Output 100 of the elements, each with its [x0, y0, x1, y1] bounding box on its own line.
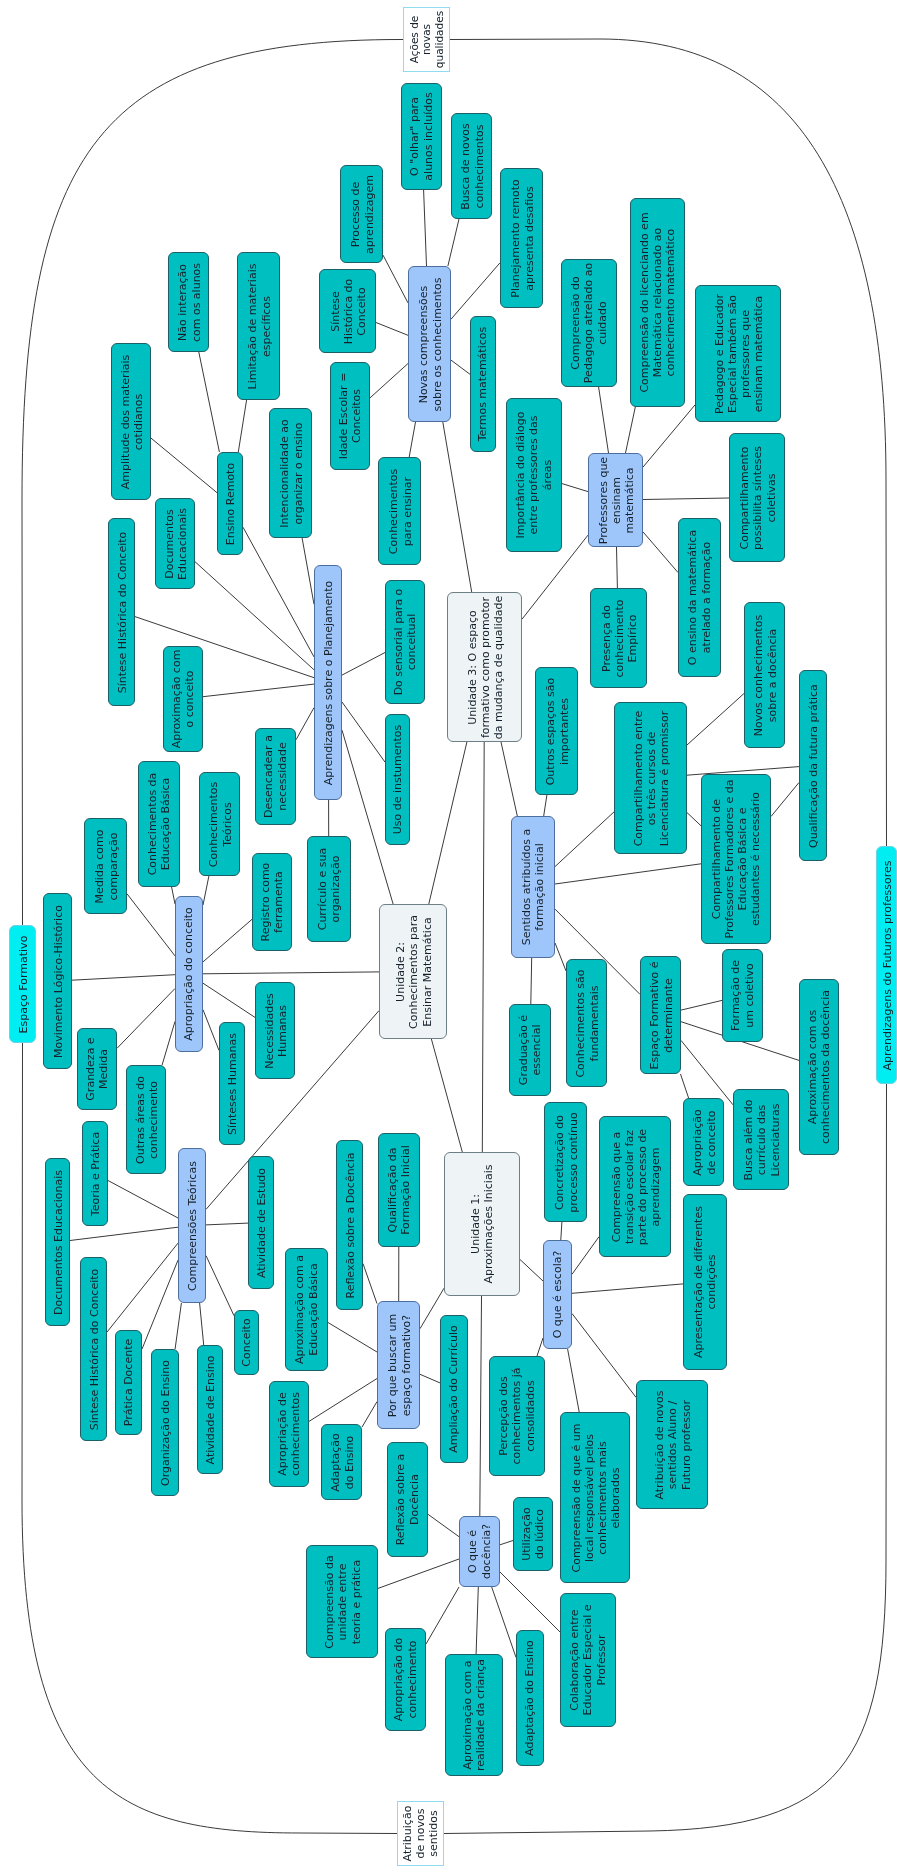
concept-box: Apropriação de conhecimentos — [269, 1381, 309, 1487]
concept-box: Processo de aprendizagem — [340, 165, 383, 263]
connector-line — [398, 1246, 400, 1302]
connector-line — [519, 1259, 544, 1282]
connector-line — [567, 1348, 580, 1413]
concept-box: Compreensão do licenciando em Matemática relacionado ao conhecimento matemático — [630, 198, 685, 407]
connector-line — [202, 971, 380, 975]
connector-line — [616, 546, 618, 589]
connector-line — [107, 1180, 179, 1219]
concept-box: Apropriação do conhecimento — [385, 1628, 426, 1731]
connector-line — [491, 1586, 517, 1658]
connector-line — [71, 974, 176, 981]
concept-box: Compreensão do Pedagogo atrelado ao cuidado — [561, 259, 617, 387]
connector-line — [362, 1263, 378, 1305]
connector-line — [642, 404, 696, 468]
connector-line — [341, 701, 386, 763]
connector-line — [554, 811, 615, 868]
concept-box: Presença do conhecimento Empírico — [590, 588, 647, 688]
concept-box: Não interação com os alunos — [168, 252, 209, 352]
connector-line — [198, 351, 220, 453]
concept-box: Graduação é essencial — [509, 1004, 551, 1096]
connector-line — [475, 1586, 479, 1655]
concept-box: Documentos Educacionais — [155, 498, 195, 589]
concept-box: Novos conhecimentos sobre a docência — [744, 602, 785, 748]
concept-box: Conhecimentos da Educação Básica — [138, 761, 180, 887]
cycle-label: Ações de novas qualidades — [403, 7, 450, 72]
concept-box: Planejamento remoto apresenta desafios — [500, 168, 543, 308]
concept-box: Amplitude dos materiais cotidianos — [111, 343, 151, 500]
connector-line — [369, 363, 409, 399]
connector-line — [242, 526, 315, 658]
connector-line — [106, 1242, 179, 1333]
topic-box: Sentidos atribuídos a formação inicial — [511, 816, 555, 958]
concept-box: Do sensorial para o conceitual — [385, 580, 425, 704]
concept-box: Sínteses Humanas — [219, 1022, 245, 1145]
connector-line — [69, 1226, 179, 1241]
connector-line — [202, 683, 315, 698]
concept-box: Conhecimentos para ensinar — [378, 457, 421, 565]
connector-curve — [449, 38, 887, 847]
connector-line — [680, 1073, 690, 1099]
concept-box: Idade Escolar = Conceitos — [330, 362, 370, 470]
connector-line — [479, 1295, 482, 1517]
concept-box: Teoria e Prática — [82, 1121, 108, 1226]
connector-line — [450, 359, 471, 375]
cycle-label: Aprendizagens do Futuros professores — [876, 846, 897, 1084]
connector-line — [481, 741, 485, 1153]
connector-line — [202, 982, 256, 1018]
connector-line — [447, 218, 460, 267]
connector-line — [199, 1302, 205, 1346]
concept-box: Movimento Lógico-Histórico — [43, 893, 72, 1069]
connector-line — [134, 616, 315, 679]
concept-box: Compartilhamento possibilita sínteses coletivas — [729, 433, 785, 562]
connector-line — [561, 483, 589, 493]
unit-box: Unidade 1: Aproximações Iniciais — [444, 1152, 520, 1296]
unit-box: Unidade 3: O espaço formativo como promotor da mudança de qualidade — [447, 592, 522, 742]
connector-line — [499, 1571, 561, 1633]
concept-box: Compreensão de que é um local responsável pelos conhecimentos mais elaborados — [560, 1412, 630, 1583]
connector-line — [126, 893, 176, 957]
concept-box: Conceito — [234, 1310, 259, 1375]
concept-box: Currículo e sua organização — [307, 836, 351, 942]
connector-line — [327, 1322, 378, 1353]
connector-line — [419, 1287, 445, 1330]
topic-box: Professores que ensinam matemática — [588, 453, 643, 547]
concept-box: Grandeza e Medida — [77, 1028, 117, 1110]
topic-box: Novas compreensões sobre os conhecimentos — [408, 266, 451, 422]
concept-box: Apropriação de conceito — [683, 1098, 724, 1186]
concept-box: Qualificação da futura prática — [799, 670, 827, 861]
concept-box: Concretização do processo contínuo — [544, 1102, 587, 1222]
concept-box: Síntese Histórica do Conceito — [319, 269, 376, 353]
connector-line — [308, 1378, 378, 1422]
connector-line — [202, 1009, 220, 1051]
connector-line — [770, 782, 800, 817]
concept-box: Reflexão sobre a Docência — [336, 1140, 363, 1310]
connector-line — [116, 988, 176, 1049]
connector-line — [500, 741, 518, 817]
concept-box: Conhecimentos Teóricos — [199, 772, 240, 876]
connector-line — [341, 729, 394, 905]
connector-line — [423, 189, 427, 267]
concept-box: O ensino da matemática atrelado a formação — [678, 518, 721, 677]
cycle-label: Espaço Formativo — [9, 925, 36, 1043]
concept-box: Medida como comparação — [84, 818, 127, 914]
concept-box: Compartilhamento de Professores Formadores e da Educação Básica e estudantes é necessário — [701, 774, 771, 944]
connector-line — [530, 957, 533, 1005]
connector-line — [194, 561, 315, 671]
concept-box: Compreensão da unidade entre teoria e prática — [306, 1545, 378, 1658]
cycle-label: Atribuição de novos sentidos — [397, 1801, 444, 1866]
concept-box: Registro como ferramenta — [252, 853, 292, 951]
connector-line — [686, 766, 800, 776]
connector-line — [141, 1259, 179, 1350]
concept-box: Conhecimentos são fundamentais — [566, 959, 607, 1087]
concept-box: Busca além do currículo das Licenciaturas — [733, 1089, 789, 1190]
connector-line — [237, 399, 248, 453]
connector-line — [571, 1313, 637, 1398]
connector-line — [425, 1586, 460, 1645]
connector-line — [536, 1337, 544, 1357]
connector-line — [150, 437, 218, 494]
concept-box: Busca de novos conhecimentos — [451, 113, 492, 219]
connector-line — [205, 1255, 235, 1317]
concept-box: Colaboração entre Educador Especial e Professor — [560, 1593, 616, 1727]
connector-line — [554, 863, 702, 885]
concept-box: Atribuição de novos sentidos Aluno / Futuro professor — [636, 1380, 708, 1509]
